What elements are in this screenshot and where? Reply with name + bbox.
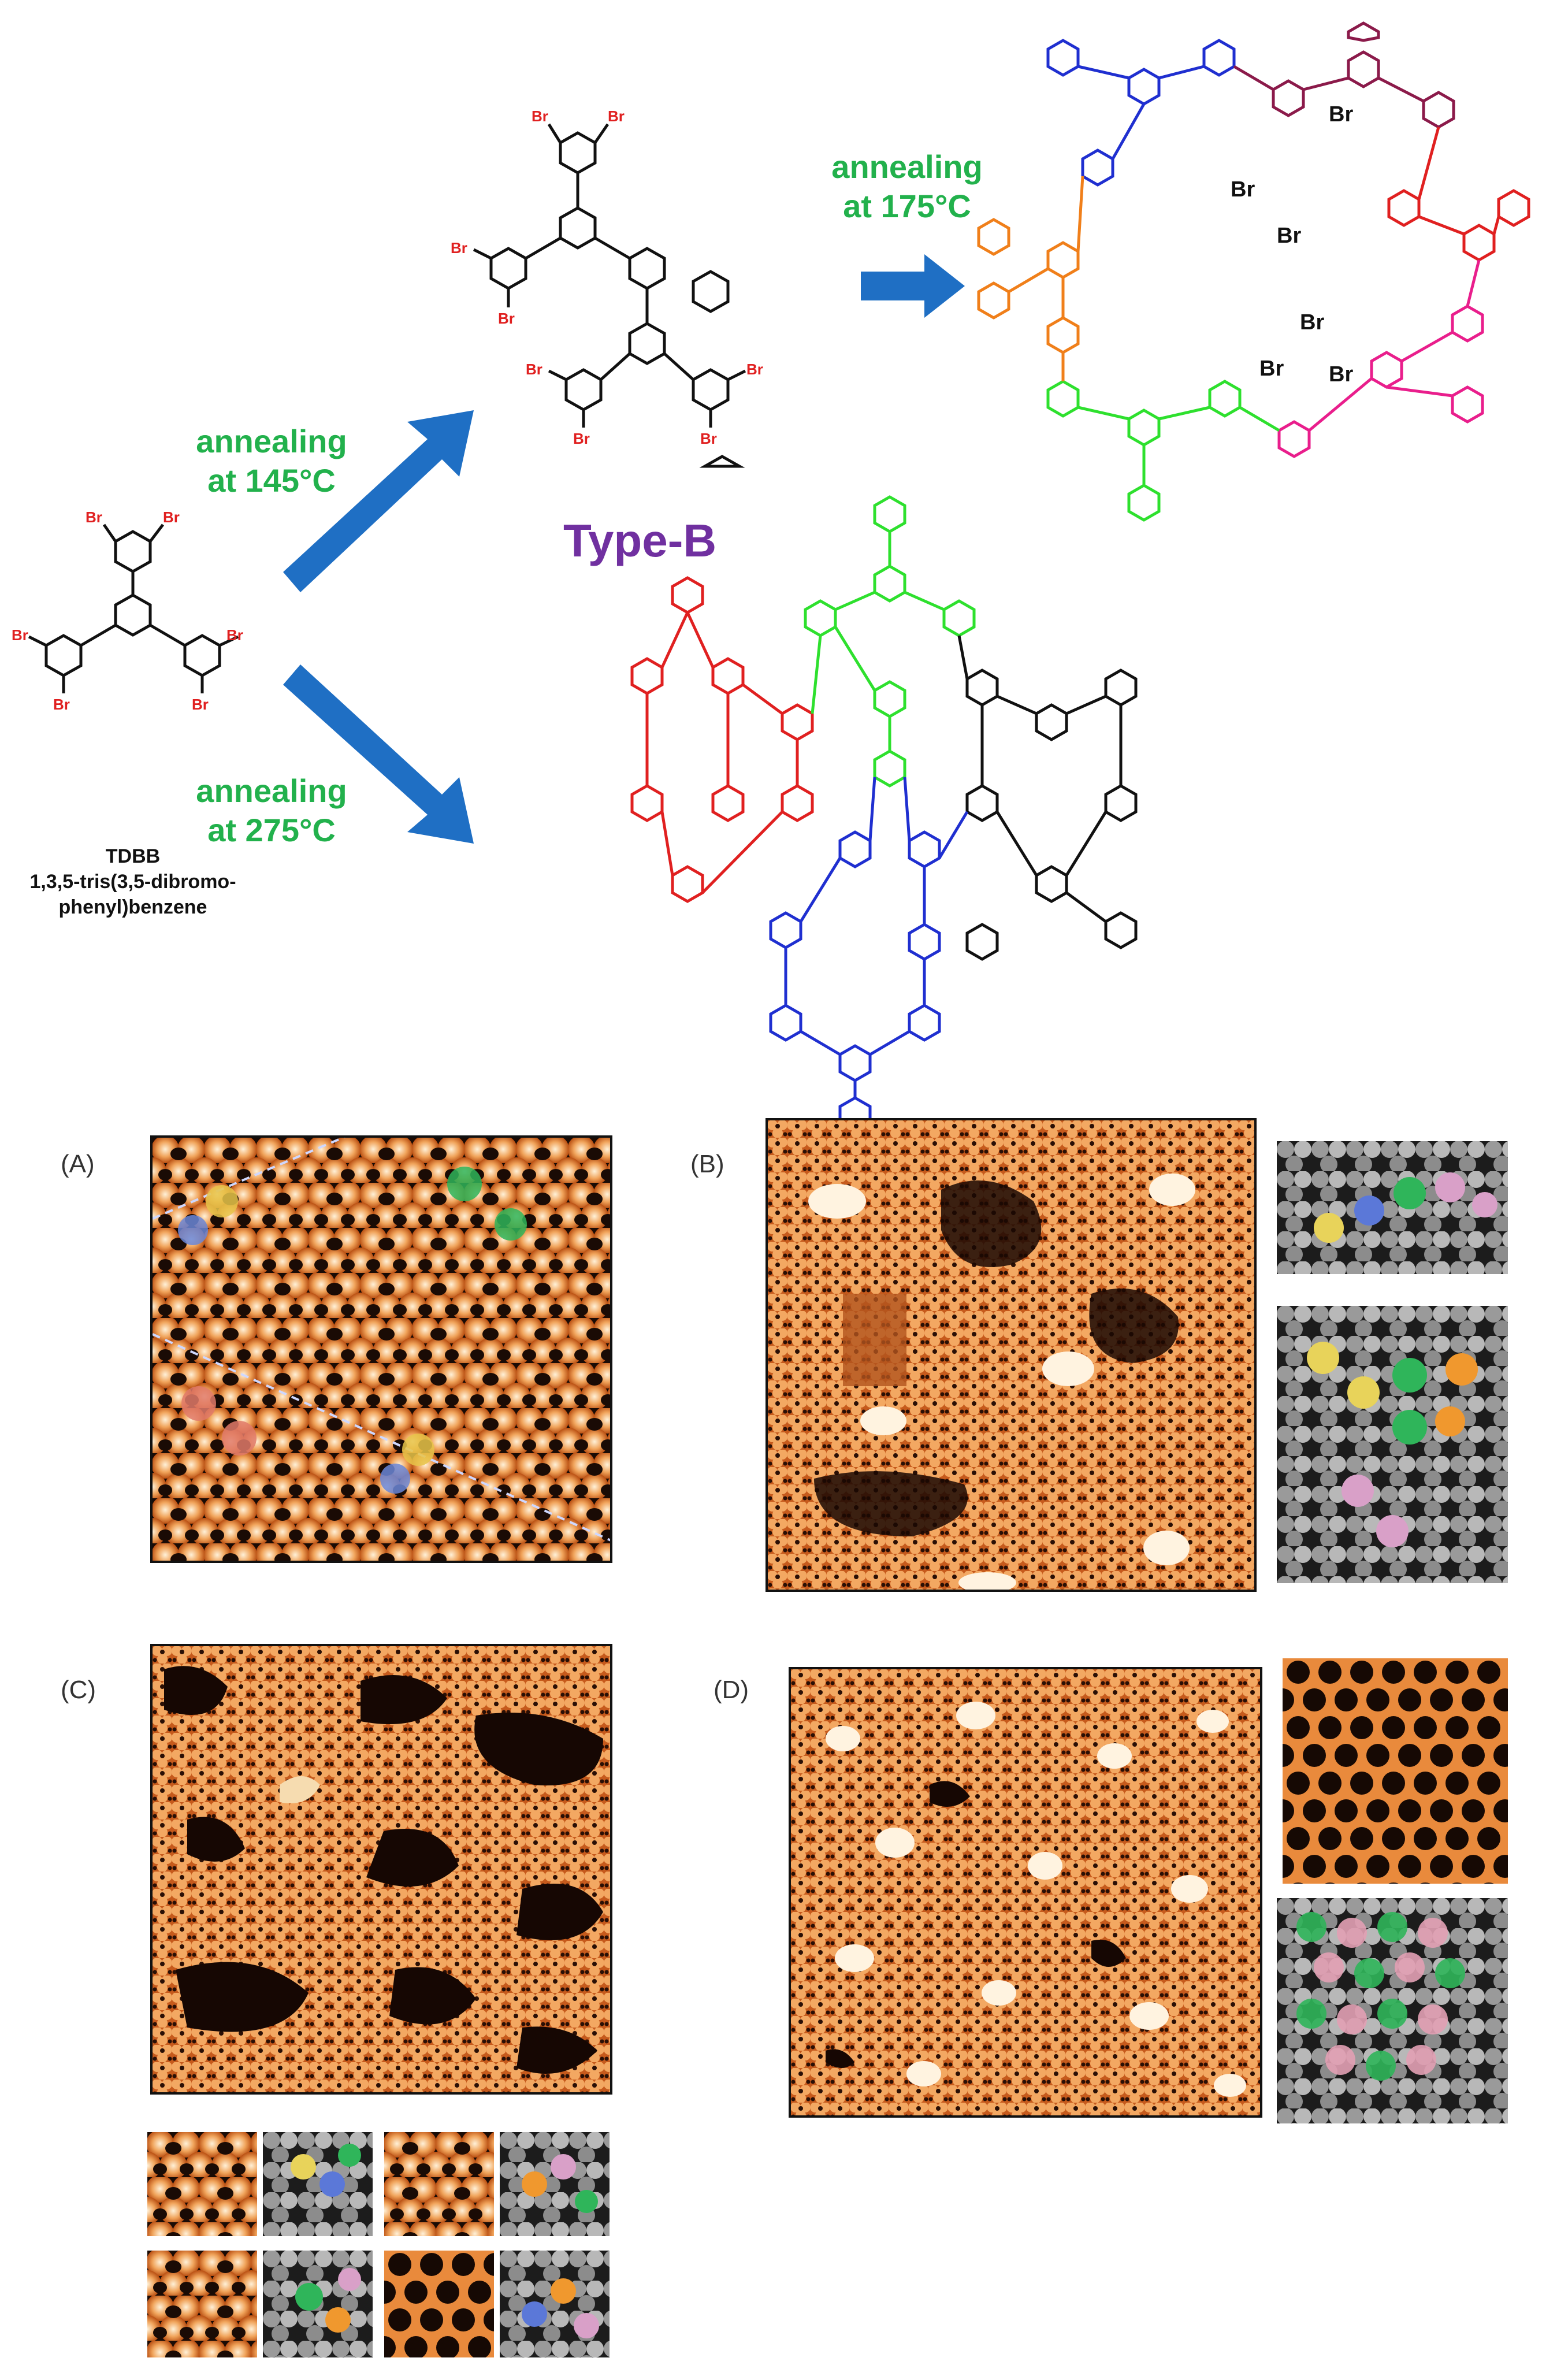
anneal-line: annealing [196, 423, 347, 459]
oligomer-structure: Br Br Br Br Br Br [947, 6, 1548, 526]
stm-inset-c8 [500, 2251, 610, 2357]
stm-inset-c5 [147, 2251, 257, 2357]
stm-inset-b1 [1277, 1141, 1508, 1274]
tdbb-caption-line: TDBB [105, 845, 161, 867]
type-b-label: Type-B [563, 515, 717, 566]
br-label: Br [608, 107, 625, 125]
stm-image-b [766, 1118, 1257, 1592]
br-label: Br [532, 107, 548, 125]
panel-label-c: (C) [61, 1676, 96, 1704]
br-label: Br [498, 310, 515, 327]
stm-inset-c3 [384, 2132, 494, 2236]
dimer-molecule: Br Br Br Br Br Br Br Br [451, 98, 843, 468]
stm-inset-c4 [500, 2132, 610, 2236]
anneal-line: at 145°C [207, 462, 336, 499]
annealing-175-label: annealing at 175°C [809, 147, 1005, 226]
br-label: Br [53, 696, 70, 713]
br-label: Br [1277, 224, 1301, 248]
tdbb-caption-line: 1,3,5-tris(3,5-dibromo- [29, 871, 236, 893]
stm-inset-c2 [263, 2132, 373, 2236]
tdbb-caption-line: phenyl)benzene [58, 896, 207, 918]
stm-image-a [150, 1135, 612, 1563]
anneal-line: at 175°C [843, 188, 971, 224]
stm-inset-c1 [147, 2132, 257, 2236]
br-label: Br [573, 430, 590, 447]
br-label: Br [1300, 310, 1324, 335]
arrow-right-icon [861, 254, 965, 318]
br-label: Br [163, 508, 180, 526]
panel-label-b: (B) [690, 1150, 724, 1178]
stm-inset-d1 [1283, 1658, 1508, 1884]
stm-inset-d2 [1277, 1898, 1508, 2123]
anneal-line: annealing [196, 773, 347, 809]
br-label: Br [192, 696, 209, 713]
stm-image-d [789, 1667, 1262, 2118]
br-label: Br [226, 626, 243, 644]
br-label: Br [1231, 177, 1255, 202]
br-label: Br [700, 430, 717, 447]
br-label: Br [1259, 357, 1284, 381]
stm-inset-c7 [384, 2251, 494, 2357]
anneal-line: at 275°C [207, 812, 336, 848]
stm-inset-c6 [263, 2251, 373, 2357]
annealing-275-label: annealing at 275°C [173, 771, 370, 850]
br-label: Br [451, 239, 467, 257]
stm-image-c [150, 1644, 612, 2095]
br-label: Br [12, 626, 28, 644]
br-label: Br [746, 361, 763, 378]
br-label: Br [1329, 362, 1353, 387]
stm-inset-b2 [1277, 1306, 1508, 1583]
anneal-line: annealing [831, 148, 983, 185]
tdbb-molecule: Br Br Br Br Br Br [12, 508, 254, 728]
br-label: Br [1329, 102, 1353, 127]
tdbb-caption: TDBB 1,3,5-tris(3,5-dibromo- phenyl)benz… [12, 844, 254, 920]
br-label: Br [86, 508, 102, 526]
br-label: Br [526, 361, 542, 378]
annealing-145-label: annealing at 145°C [173, 422, 370, 500]
panel-label-d: (D) [714, 1676, 749, 1704]
arrow-down-icon [283, 664, 474, 844]
panel-label-a: (A) [61, 1150, 95, 1178]
arrow-up-icon [283, 410, 474, 592]
type-b-network [612, 462, 1179, 1133]
